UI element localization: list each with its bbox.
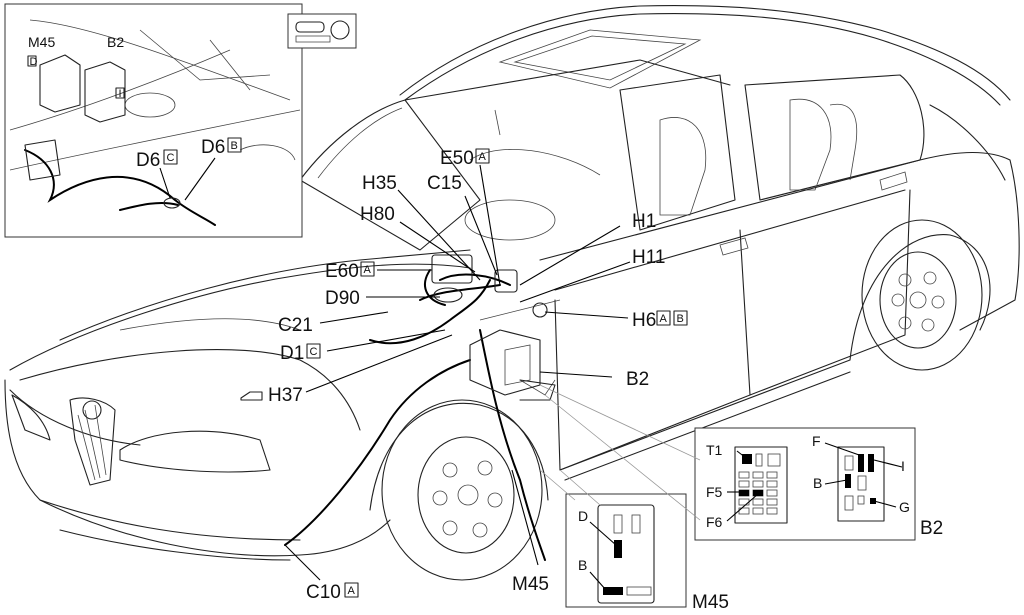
m45-pin-b: B bbox=[578, 557, 587, 573]
label-d6-c-box: C bbox=[167, 152, 175, 164]
label-c15: C15 bbox=[427, 173, 462, 194]
label-d6-c: D6 bbox=[136, 150, 160, 171]
relay-cluster bbox=[431, 254, 548, 318]
b2-pin-f: F bbox=[812, 433, 821, 449]
m45-detail-panel bbox=[565, 493, 687, 608]
label-h1: H1 bbox=[632, 211, 656, 232]
wiring-harness bbox=[284, 269, 546, 561]
label-e60-box: A bbox=[364, 264, 372, 276]
b2-pin-b: B bbox=[813, 475, 822, 491]
label-b2: B2 bbox=[626, 369, 649, 390]
label-h35: H35 bbox=[362, 173, 397, 194]
callout-labels: M45 B2 D I D6 C D6 B E50 A H35 C15 H80 H… bbox=[27, 34, 688, 603]
m45-detail-title: M45 bbox=[692, 592, 729, 613]
label-b2-inset: B2 bbox=[107, 34, 124, 50]
b2-detail-labels: T1 F5 F6 F I B G B2 bbox=[706, 433, 943, 539]
label-m45-inset: M45 bbox=[28, 34, 55, 50]
label-d6-b: D6 bbox=[201, 137, 225, 158]
label-c10: C10 bbox=[306, 582, 341, 603]
callout-leaders bbox=[159, 157, 631, 581]
m45-detail-labels: D B M45 bbox=[578, 508, 729, 613]
seat-thumbnail bbox=[287, 13, 357, 49]
detail-connector-lines bbox=[539, 384, 701, 521]
label-d90: D90 bbox=[325, 288, 360, 309]
b2-detail-title: B2 bbox=[920, 518, 943, 539]
label-h6-box-a: A bbox=[660, 313, 668, 325]
label-h6: H6 bbox=[632, 310, 656, 331]
m45-pin-d: D bbox=[578, 508, 588, 524]
label-h80: H80 bbox=[360, 204, 395, 225]
label-h6-box-b: B bbox=[677, 313, 684, 325]
b2-pin-t1: T1 bbox=[706, 442, 723, 458]
label-e50: E50 bbox=[440, 148, 474, 169]
dashboard-variant-icon bbox=[240, 391, 263, 401]
label-m45-main: M45 bbox=[512, 574, 549, 595]
label-d1: D1 bbox=[280, 343, 304, 364]
label-e60: E60 bbox=[325, 261, 359, 282]
label-d1-box: C bbox=[310, 346, 318, 358]
b2-pin-f5: F5 bbox=[706, 484, 723, 500]
label-c10-box: A bbox=[348, 585, 356, 597]
label-h37: H37 bbox=[268, 385, 303, 406]
inset-letter-d: D bbox=[30, 56, 38, 68]
b2-detail-panel bbox=[694, 427, 916, 541]
dashboard-inset bbox=[4, 3, 303, 238]
label-h11: H11 bbox=[632, 247, 665, 268]
label-c21: C21 bbox=[278, 315, 313, 336]
b2-pin-f6: F6 bbox=[706, 514, 723, 530]
inset-letter-i: I bbox=[119, 88, 122, 100]
b2-pin-i: I bbox=[901, 458, 905, 474]
car-illustration bbox=[4, 5, 1020, 581]
b2-pin-g: G bbox=[899, 499, 910, 515]
label-e50-box: A bbox=[479, 151, 487, 163]
label-d6-b-box: B bbox=[231, 140, 238, 152]
